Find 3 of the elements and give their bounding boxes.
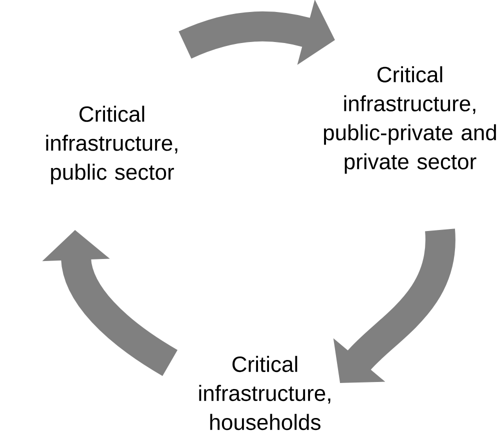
- node-label: Critical infrastructure, public-private and private sector: [324, 66, 496, 174]
- node-label: Critical infrastructure, public sector: [46, 106, 178, 184]
- node-label: Critical infrastructure, households: [199, 356, 330, 430]
